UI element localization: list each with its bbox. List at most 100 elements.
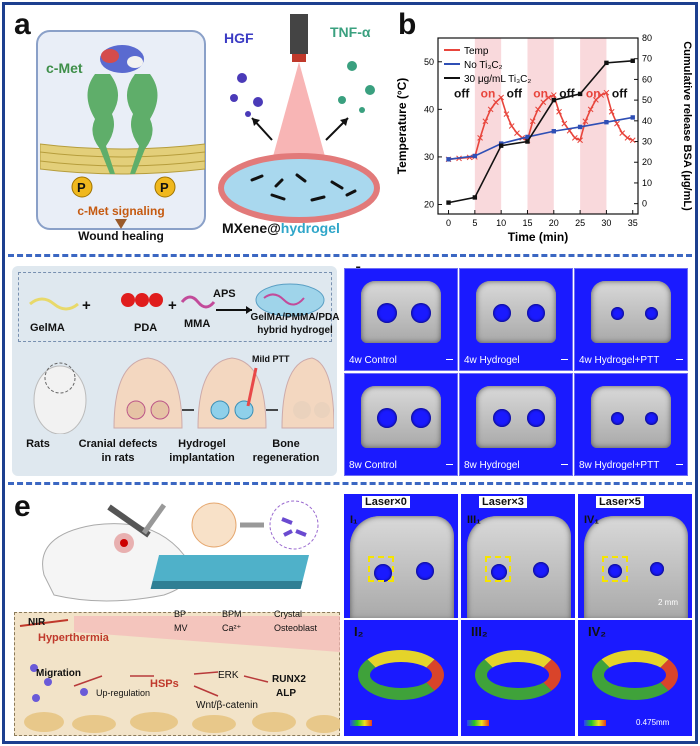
hyperthermia-label: Hyperthermia	[38, 632, 109, 644]
laser-on-band	[474, 38, 502, 214]
step-label: in rats	[101, 452, 135, 464]
data-point	[577, 137, 583, 144]
x-tick-label: 15	[522, 218, 532, 228]
plus-sign-1: +	[82, 297, 91, 314]
skull-image	[467, 516, 571, 618]
x-tick-label: 30	[601, 218, 611, 228]
defect-hole	[411, 408, 431, 428]
data-point	[482, 118, 489, 125]
zoom-box	[602, 556, 628, 582]
top-image-label: IV₁	[584, 514, 599, 526]
scale-label-top: 2 mm	[658, 598, 678, 607]
x-tick-label: 10	[496, 218, 506, 228]
laser-header: Laser×5	[596, 496, 644, 508]
mxene-hydrogel-label: MXene@hydrogel	[222, 220, 340, 236]
defect-hole	[610, 411, 624, 425]
defect-hole	[527, 409, 545, 427]
laser-and-cytokines-illustration	[218, 14, 380, 223]
data-point	[508, 123, 515, 129]
x-axis-label: Time (min)	[508, 230, 568, 244]
legend-crystal: Crystal	[274, 609, 303, 619]
data-point	[571, 135, 578, 141]
data-point	[529, 118, 536, 125]
color-scale	[584, 720, 606, 726]
data-point	[498, 94, 505, 101]
laser-header: Laser×3	[479, 496, 527, 508]
y-right-tick-label: 40	[642, 116, 652, 126]
scale-bar	[561, 359, 568, 360]
component-pda: PDA	[134, 322, 158, 334]
scale-bar	[561, 464, 568, 465]
defect-hole	[608, 564, 622, 578]
data-point	[498, 143, 504, 148]
micro-ct-label: 4w Hydrogel	[464, 355, 520, 366]
data-point	[551, 129, 556, 134]
micro-ct-cell: 4w Hydrogel+PTT	[574, 268, 688, 371]
data-point	[630, 115, 635, 120]
panel-label-b: b	[398, 8, 417, 41]
legend-label: Temp	[464, 46, 489, 57]
data-point	[550, 92, 557, 98]
step-label: Bone	[272, 438, 300, 450]
wnt-label: Wnt/β-catenin	[196, 700, 258, 711]
y-right-tick-label: 60	[642, 74, 652, 84]
nir-label: NIR	[28, 617, 46, 628]
zoom-box	[485, 556, 511, 582]
skull-image	[361, 386, 441, 448]
scale-bar	[446, 464, 453, 465]
data-point	[535, 106, 541, 113]
data-point	[582, 118, 589, 125]
mxene-label: MXene@	[222, 220, 281, 236]
data-point	[604, 119, 609, 125]
arrow-down-icon	[115, 219, 127, 229]
laser-ct-zoom: I₂	[344, 620, 458, 736]
phospho-label-left: P	[77, 180, 86, 195]
data-point	[630, 58, 635, 63]
data-point	[603, 89, 610, 96]
skull-image	[361, 281, 441, 343]
legend-osteoblast: Osteoblast	[274, 623, 318, 633]
series-line	[448, 59, 633, 204]
data-point	[540, 99, 547, 106]
step-label: regeneration	[252, 452, 320, 464]
bone-density-map	[475, 650, 561, 700]
mouse-and-implant-illustration	[42, 500, 319, 602]
y-right-tick-label: 70	[642, 54, 652, 64]
data-point	[619, 130, 626, 136]
data-point	[614, 120, 620, 127]
data-point	[577, 124, 583, 130]
y-right-axis-label: Cumulative release BSA (μg/mL)	[681, 41, 693, 211]
top-image-label: I₁	[350, 514, 358, 526]
legend-ca: Ca²⁺	[222, 623, 242, 633]
legend-label: 30 μg/mL Ti₃C₂	[464, 74, 531, 85]
section-divider-2	[8, 482, 692, 485]
data-point	[598, 92, 605, 98]
data-point	[525, 139, 530, 144]
zoom-image-label: I₂	[354, 624, 364, 639]
step-label: Rats	[26, 438, 50, 450]
animal-model-illustration	[33, 357, 334, 434]
defect-hole	[493, 304, 511, 322]
c-met-receptor-illustration	[40, 45, 205, 175]
legend-label: No Ti₃C₂	[464, 60, 503, 71]
defect-hole	[644, 411, 658, 425]
data-point	[556, 108, 562, 115]
zoom-box	[368, 556, 394, 582]
skull-image	[591, 281, 671, 343]
defect-hole	[377, 303, 397, 323]
legend-bpm: BPM	[222, 609, 242, 619]
x-tick-label: 5	[472, 218, 477, 228]
skull-image	[584, 516, 688, 618]
micro-ct-cell: 8w Control	[344, 373, 458, 476]
y-left-tick-label: 50	[424, 57, 434, 67]
data-point	[472, 195, 478, 200]
data-point	[503, 111, 510, 117]
data-point	[577, 91, 583, 97]
defect-hole	[650, 562, 664, 576]
y-right-tick-label: 20	[642, 157, 652, 167]
x-tick-label: 20	[549, 218, 559, 228]
data-point	[487, 106, 494, 113]
